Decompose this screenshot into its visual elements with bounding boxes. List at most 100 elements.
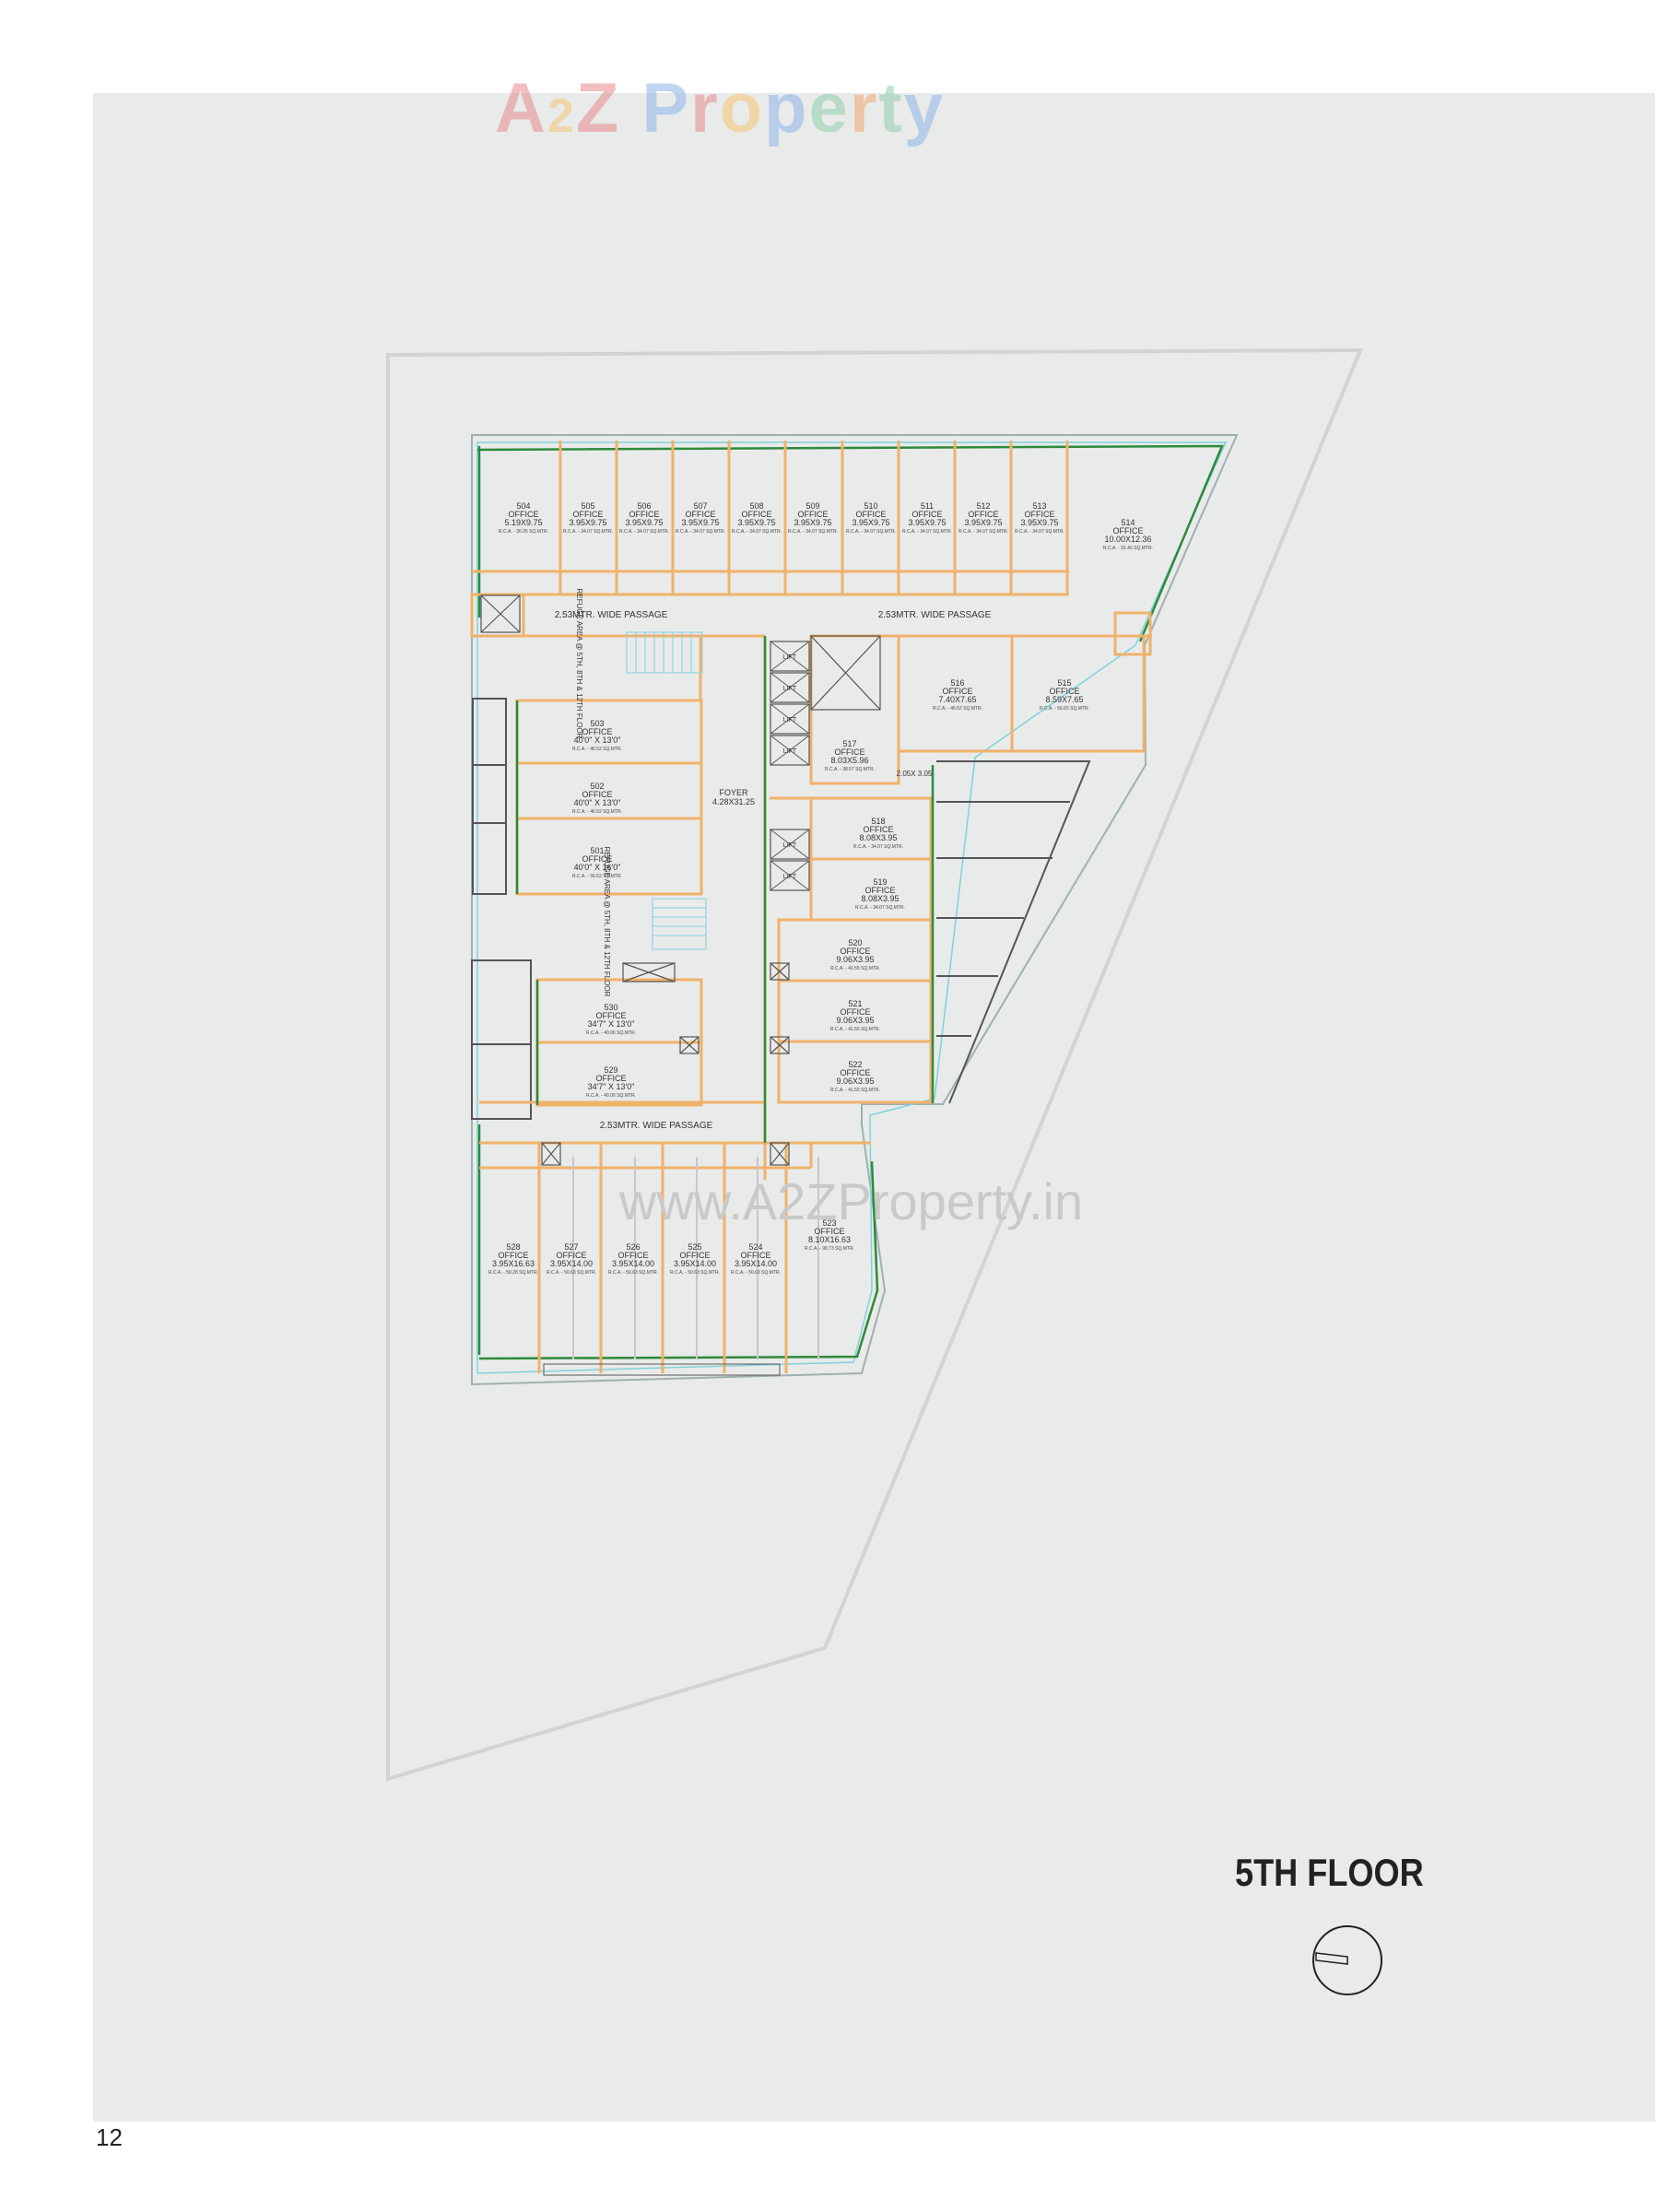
office-number: 524 xyxy=(748,1242,762,1252)
office-size: 3.95X9.75 xyxy=(569,518,606,527)
lift-shaft xyxy=(770,735,810,766)
office-size: 40'0" X 16'0" xyxy=(574,863,621,872)
office-number: 523 xyxy=(822,1218,836,1228)
logo-letter: Z xyxy=(575,69,621,147)
office-area: R.C.A. - 98.73 SQ.MTR. xyxy=(805,1246,854,1252)
office-area: R.C.A. - 34.07 SQ.MTR. xyxy=(676,529,725,535)
small-unit-size: 2.05X 3.05 xyxy=(897,770,933,778)
floor-title: 5TH FLOOR xyxy=(1235,1851,1424,1894)
office-size: 10.00X12.36 xyxy=(1104,535,1151,544)
office-type: OFFICE xyxy=(841,1068,871,1077)
left-wing-walls xyxy=(471,698,532,1120)
office-type: OFFICE xyxy=(509,510,539,519)
foyer-size: 4.28X31.25 xyxy=(712,797,755,806)
office-size: 3.95X14.00 xyxy=(735,1259,777,1268)
office-type: OFFICE xyxy=(499,1251,529,1260)
refuge-label-bottom: REFUGE AREA @ 5TH, 8TH & 12TH FLOOR xyxy=(603,847,611,997)
office-area: R.C.A. - 41.55 SQ.MTR. xyxy=(830,1027,880,1032)
office-size: 34'7" X 13'0" xyxy=(588,1082,635,1091)
lift-cross xyxy=(770,860,810,891)
office-number: 513 xyxy=(1032,501,1046,511)
office-area: R.C.A. - 50.63 SQ.MTR. xyxy=(608,1270,658,1276)
office-type: OFFICE xyxy=(969,510,999,519)
logo-letter: t xyxy=(878,69,904,147)
office-number: 512 xyxy=(976,501,990,511)
office-type: OFFICE xyxy=(582,727,613,736)
office-size: 3.95X14.00 xyxy=(674,1259,716,1268)
logo-letter: 2 xyxy=(547,89,576,143)
office-size: 3.95X9.75 xyxy=(794,518,831,527)
office-area: R.C.A. - 41.55 SQ.MTR. xyxy=(830,966,880,971)
lift-shaft xyxy=(770,703,810,735)
office-type: OFFICE xyxy=(912,510,943,519)
office-number: 502 xyxy=(590,782,604,791)
office-size: 8.08X3.95 xyxy=(859,833,897,842)
office-area: R.C.A. - 40.06 SQ.MTR. xyxy=(586,1030,636,1036)
office-area: R.C.A. - 46.52 SQ.MTR. xyxy=(572,809,622,815)
lift-shaft xyxy=(770,672,810,703)
office-area: R.C.A. - 40.06 SQ.MTR. xyxy=(586,1093,636,1099)
office-type: OFFICE xyxy=(582,854,613,864)
page-number: 12 xyxy=(96,2124,123,2151)
office-outline-lines xyxy=(572,1157,819,1359)
office-area: R.C.A. - 50.63 SQ.MTR. xyxy=(670,1270,720,1276)
office-size: 3.95X9.75 xyxy=(964,518,1002,527)
office-size: 3.95X16.63 xyxy=(492,1259,535,1268)
office-area: R.C.A. - 46.52 SQ.MTR. xyxy=(572,747,622,752)
site-boundary xyxy=(386,347,1363,1782)
office-area: R.C.A. - 41.55 SQ.MTR. xyxy=(830,1088,880,1093)
office-area: R.C.A. - 34.07 SQ.MTR. xyxy=(958,529,1008,535)
office-number: 517 xyxy=(842,739,856,748)
office-number: 525 xyxy=(688,1242,701,1252)
office-number: 522 xyxy=(848,1060,862,1069)
office-number: 508 xyxy=(749,501,763,511)
office-size: 3.95X9.75 xyxy=(908,518,946,527)
office-type: OFFICE xyxy=(557,1251,587,1260)
office-area: R.C.A. - 34.07 SQ.MTR. xyxy=(563,529,613,535)
office-number: 515 xyxy=(1057,678,1071,688)
logo-letter: e xyxy=(808,69,850,147)
office-type: OFFICE xyxy=(686,510,716,519)
office-area: R.C.A. - 59.28 SQ.MTR. xyxy=(488,1270,538,1276)
office-number: 511 xyxy=(921,501,934,511)
office-area: R.C.A. - 50.63 SQ.MTR. xyxy=(547,1270,596,1276)
logo-letter: p xyxy=(764,69,809,147)
office-type: OFFICE xyxy=(573,510,604,519)
office-type: OFFICE xyxy=(596,1011,627,1020)
office-type: OFFICE xyxy=(835,747,865,757)
lift-cross xyxy=(770,641,810,672)
office-type: OFFICE xyxy=(856,510,887,519)
office-type: OFFICE xyxy=(798,510,829,519)
logo-letter: y xyxy=(903,69,945,147)
office-number: 527 xyxy=(564,1242,578,1252)
office-size: 40'0" X 13'0" xyxy=(574,735,621,745)
office-type: OFFICE xyxy=(841,947,871,956)
lift-cross xyxy=(770,829,810,860)
office-size: 34'7" X 13'0" xyxy=(588,1019,635,1029)
office-area: R.C.A. - 34.07 SQ.MTR. xyxy=(846,529,896,535)
office-size: 3.95X14.00 xyxy=(550,1259,593,1268)
office-area: R.C.A. - 56.65 SQ.MTR. xyxy=(1040,706,1089,712)
office-number: 518 xyxy=(871,817,885,826)
office-number: 529 xyxy=(604,1065,617,1075)
office-number: 521 xyxy=(848,999,862,1008)
office-number: 528 xyxy=(506,1242,520,1252)
office-number: 509 xyxy=(805,501,819,511)
office-area: R.C.A. - 34.07 SQ.MTR. xyxy=(902,529,952,535)
foyer-name: FOYER xyxy=(719,788,748,797)
watermark-url: www.A2ZProperty.in xyxy=(618,1172,1083,1230)
lift-label: LIFT xyxy=(783,654,797,661)
office-area: R.C.A. - 36.05 SQ.MTR. xyxy=(499,529,548,535)
office-area: R.C.A. - 34.07 SQ.MTR. xyxy=(788,529,838,535)
office-number: 504 xyxy=(516,501,530,511)
lift-label: LIFT xyxy=(783,842,797,849)
office-size: 7.40X7.65 xyxy=(938,695,976,704)
shaft-marks xyxy=(480,594,881,1166)
office-number: 520 xyxy=(848,938,862,947)
office-number: 526 xyxy=(626,1242,640,1252)
lift-shaft xyxy=(770,860,810,891)
office-size: 8.03X5.96 xyxy=(830,756,868,765)
